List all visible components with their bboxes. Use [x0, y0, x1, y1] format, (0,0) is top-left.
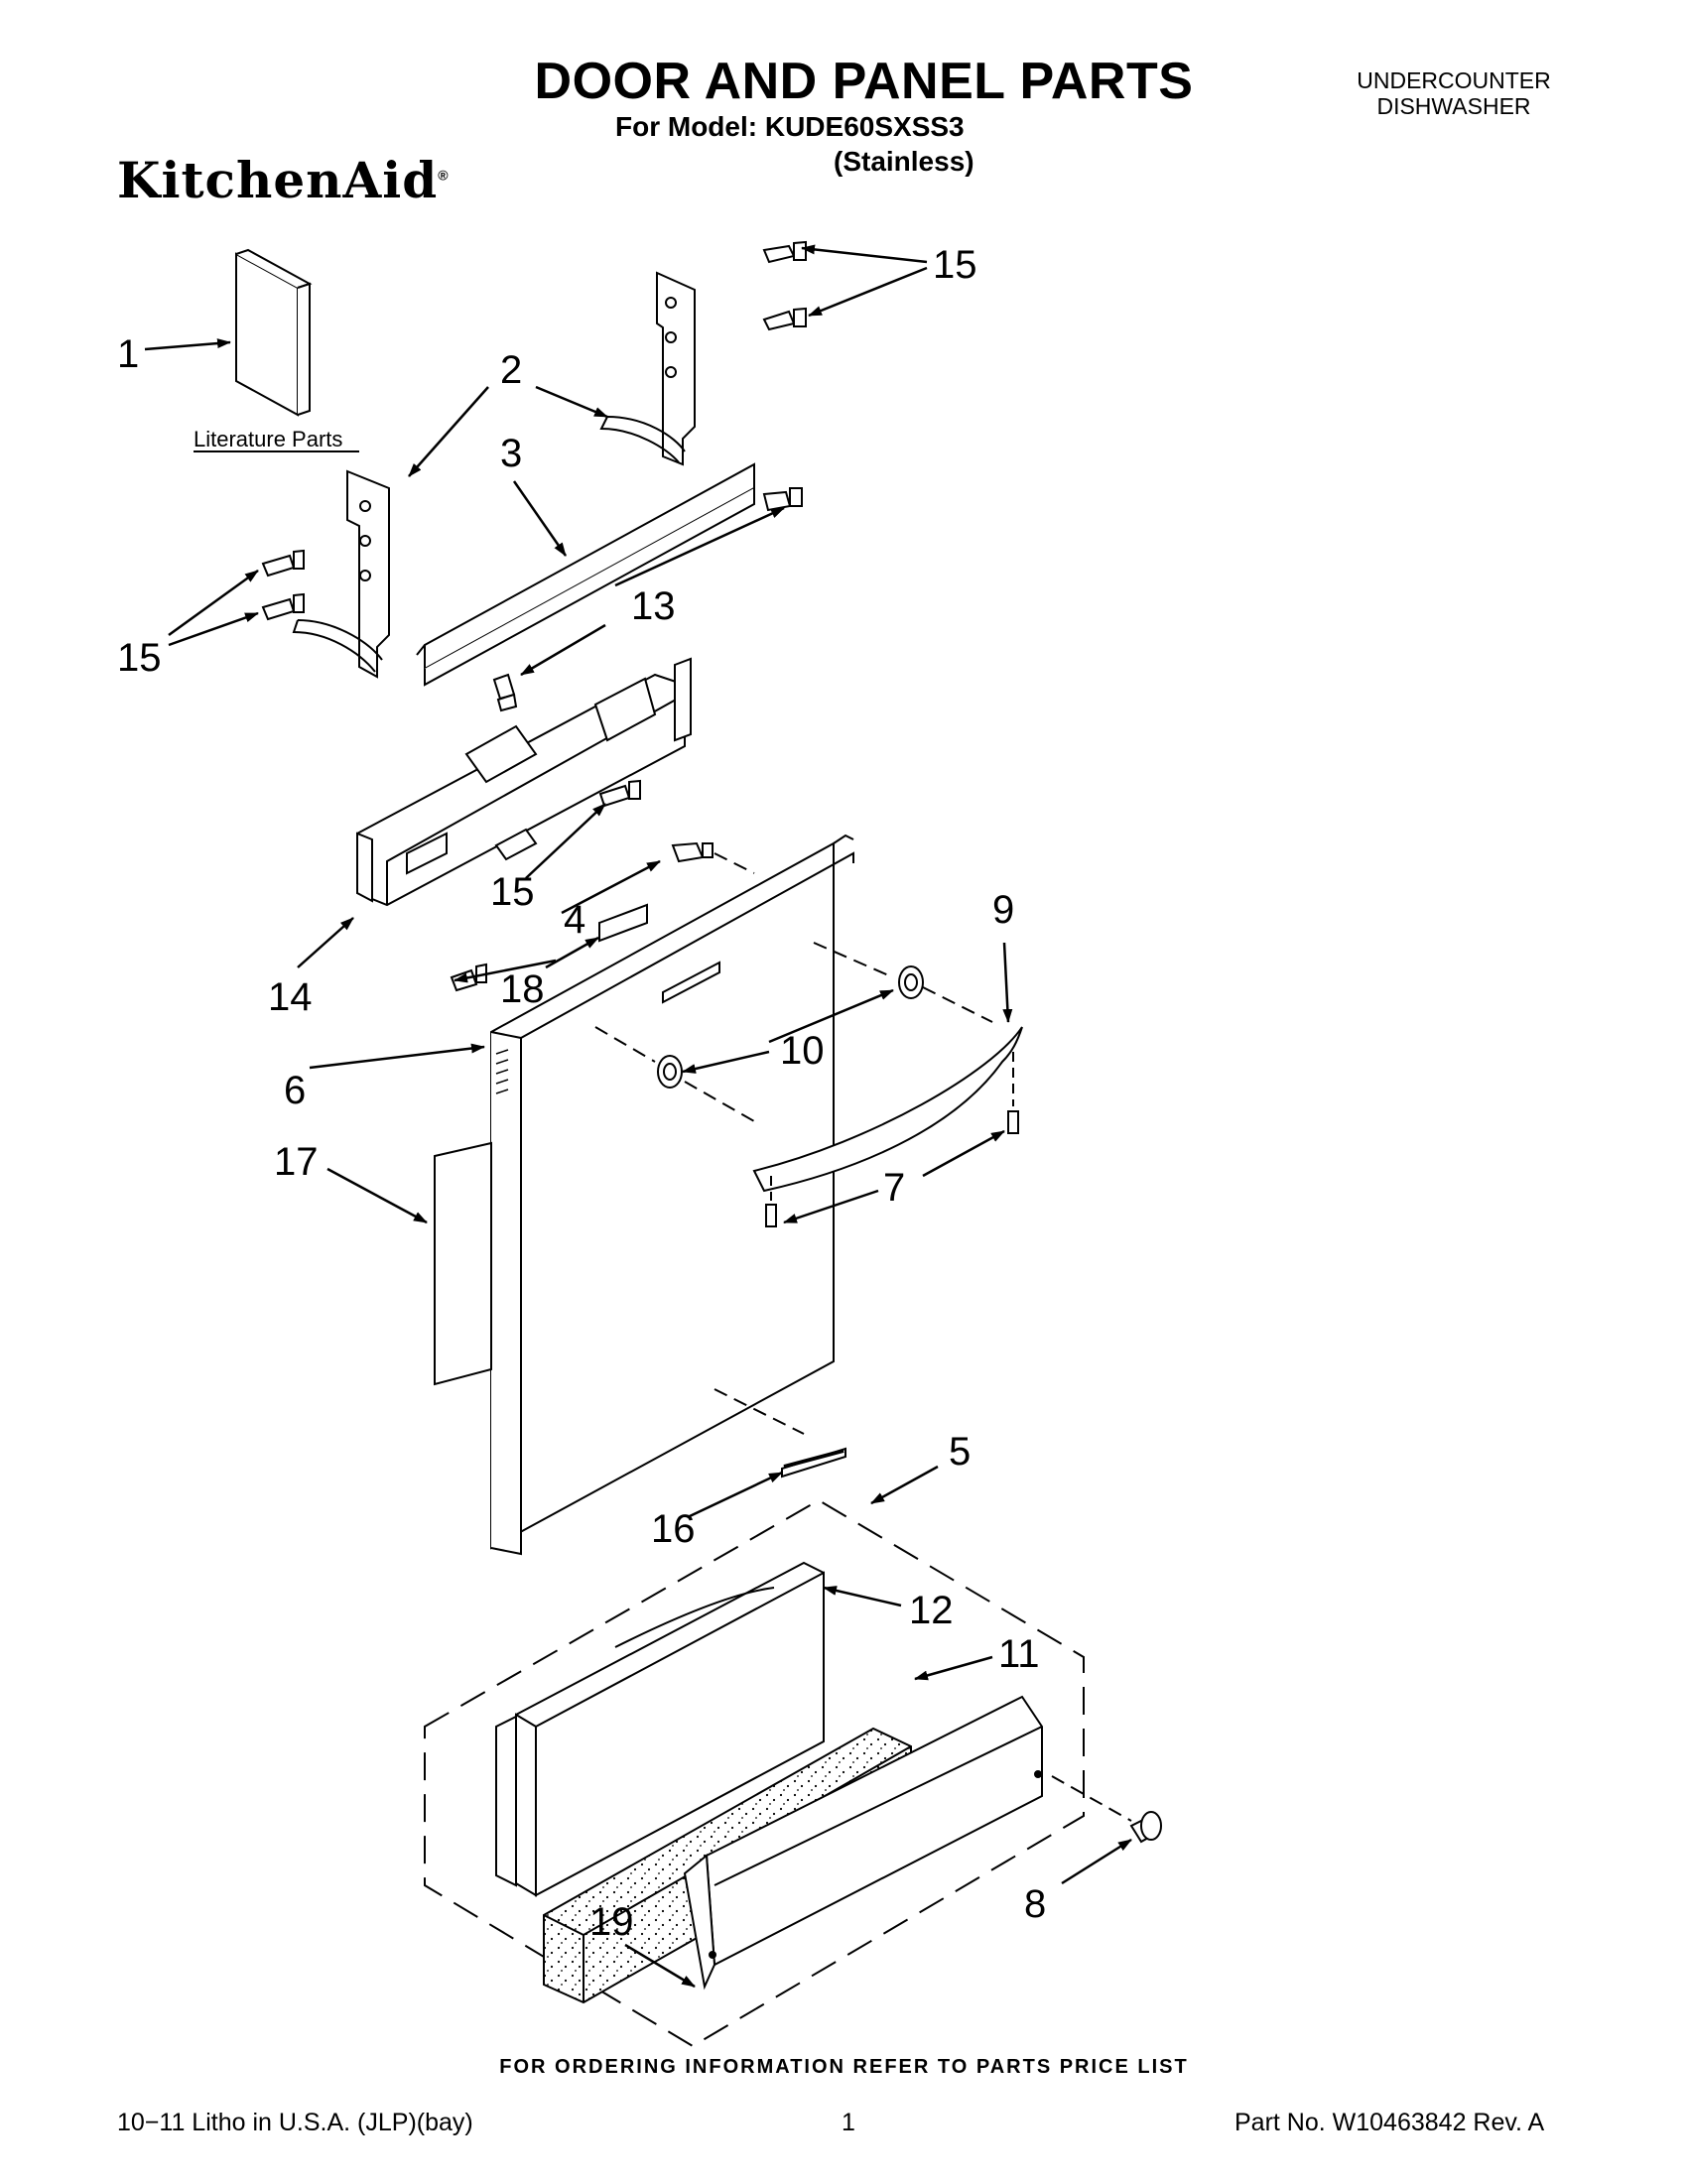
category-line-1: UNDERCOUNTER	[1357, 67, 1551, 93]
set-screw-7-b	[765, 1204, 777, 1227]
handle-part	[752, 1026, 1023, 1193]
screw-15-left-b	[261, 592, 305, 621]
screw-15-console	[598, 779, 641, 808]
ordering-note: FOR ORDERING INFORMATION REFER TO PARTS …	[499, 2056, 1189, 2078]
appliance-category: UNDERCOUNTER DISHWASHER	[1325, 67, 1583, 119]
callout-14: 14	[268, 975, 313, 1019]
callout-1: 1	[117, 332, 139, 376]
screw-13-right	[762, 487, 803, 512]
door-panel-part	[490, 834, 854, 1556]
callout-7: 7	[883, 1166, 905, 1210]
callout-13: 13	[631, 584, 676, 628]
callout-17: 17	[274, 1140, 319, 1184]
page-number: 1	[842, 2109, 855, 2136]
literature-parts-label: Literature Parts	[194, 427, 342, 451]
access-panel-part	[495, 1561, 825, 1897]
callout-10: 10	[780, 1029, 825, 1073]
callout-numbers: 1 2 3 13 15 15 15 14 4 18 9 10 6 7 17 16…	[117, 243, 1046, 1944]
screw-8	[1129, 1811, 1162, 1844]
callout-15-top: 15	[933, 243, 977, 287]
part-number: Part No. W10463842 Rev. A	[1234, 2109, 1545, 2136]
page-title-text: DOOR AND PANEL PARTS	[534, 53, 1194, 110]
toe-kit-dashed-outline	[424, 1498, 1085, 2048]
model-variant: (Stainless)	[834, 146, 974, 177]
callout-12: 12	[909, 1589, 954, 1632]
callout-15-left: 15	[117, 636, 162, 680]
toe-plate-part	[683, 1695, 1043, 1991]
right-hinge-bracket-part	[599, 271, 696, 466]
callout-11: 11	[998, 1632, 1040, 1676]
screw-15-upper-b	[762, 307, 807, 331]
callout-5: 5	[949, 1430, 971, 1474]
callout-3: 3	[500, 432, 522, 475]
page-title: DOOR AND PANEL PARTS	[0, 52, 1688, 111]
callout-9: 9	[992, 888, 1014, 932]
literature-book-part	[235, 248, 313, 417]
category-line-2: DISHWASHER	[1376, 93, 1531, 119]
callout-6: 6	[284, 1069, 306, 1112]
callout-18: 18	[500, 967, 545, 1011]
gasket-part	[434, 1141, 492, 1386]
leader-arrows	[144, 244, 1132, 1989]
long-channel-bracket-part	[416, 462, 755, 687]
left-hinge-bracket-part	[292, 469, 390, 679]
callout-19: 19	[589, 1900, 634, 1944]
screw-13-left	[492, 673, 518, 712]
screw-15-upper-a	[762, 240, 807, 264]
control-console-part	[356, 657, 692, 907]
badge-part	[781, 1447, 846, 1478]
set-screw-7-a	[1007, 1110, 1019, 1134]
callout-8: 8	[1024, 1882, 1046, 1926]
registered-mark: ®	[438, 167, 450, 184]
screw-15-left-a	[261, 549, 305, 578]
model-line: For Model: KUDE60SXSS3	[615, 111, 965, 142]
callout-4: 4	[564, 898, 585, 942]
litho-info: 10−11 Litho in U.S.A. (JLP)(bay)	[117, 2109, 473, 2136]
brand-name: KitchenAid	[117, 151, 439, 209]
handle-mount-right	[898, 965, 924, 999]
handle-mount-left	[657, 1055, 683, 1089]
callout-2: 2	[500, 348, 522, 392]
callout-16: 16	[651, 1507, 696, 1551]
door-top-clip	[598, 903, 648, 943]
screw-4	[671, 841, 714, 863]
callout-15-console: 15	[490, 870, 535, 914]
brand-logo: KitchenAid®	[117, 151, 450, 209]
